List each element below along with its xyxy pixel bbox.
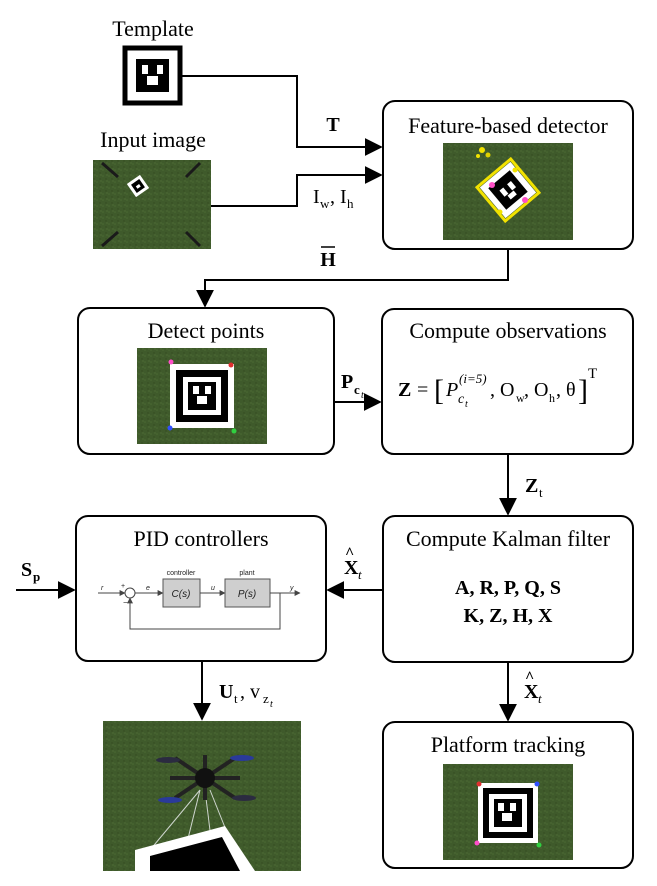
svg-text:C(s): C(s) <box>172 589 191 600</box>
svg-text:−: − <box>123 598 128 607</box>
svg-text:r: r <box>101 585 104 592</box>
arrow-label-Xhat-pid: X ^ t <box>344 545 362 582</box>
pid-block-diagram: C(s) P(s) controller plant r e u y + − <box>98 570 301 630</box>
arrow-label-Sp: S p <box>21 559 40 584</box>
svg-text:^: ^ <box>345 545 354 562</box>
svg-text:X: X <box>524 681 539 703</box>
svg-text:t: t <box>234 691 238 706</box>
svg-text:w: w <box>516 391 525 405</box>
pid-controllers-title: PID controllers <box>133 526 268 551</box>
svg-text:]: ] <box>578 374 588 407</box>
svg-text:t: t <box>539 485 543 500</box>
arrow-label-H: H <box>320 246 336 271</box>
svg-text:c: c <box>458 392 465 407</box>
detect-points-image <box>137 348 267 444</box>
svg-text:X: X <box>344 557 359 579</box>
svg-text:t: t <box>361 390 364 401</box>
svg-text:P: P <box>445 379 458 401</box>
template-marker-image <box>122 45 183 106</box>
svg-text:T: T <box>588 366 597 382</box>
svg-text:Z: Z <box>398 379 411 401</box>
svg-text:U: U <box>219 681 233 703</box>
arrow-label-T: T <box>326 114 340 136</box>
svg-text:t: t <box>358 567 362 582</box>
svg-text:(i=5): (i=5) <box>459 371 487 386</box>
svg-text:u: u <box>211 585 215 592</box>
svg-text:p: p <box>33 569 40 584</box>
template-label: Template <box>112 16 194 41</box>
svg-text:w: w <box>320 196 330 211</box>
svg-text:P(s): P(s) <box>238 589 256 600</box>
arrow-label-Zt: Z t <box>525 475 543 500</box>
svg-text:, I: , I <box>330 186 347 208</box>
svg-text:S: S <box>21 559 32 581</box>
platform-tracking-title: Platform tracking <box>431 732 586 757</box>
svg-text:t: t <box>270 699 273 710</box>
svg-text:z: z <box>263 691 269 706</box>
svg-text:controller: controller <box>167 570 196 577</box>
drone-image <box>103 721 301 872</box>
feature-detector-image <box>443 143 573 240</box>
svg-text:y: y <box>289 585 294 592</box>
svg-text:e: e <box>146 585 150 592</box>
svg-text:H: H <box>320 249 336 271</box>
feature-detector-title: Feature-based detector <box>408 113 608 138</box>
svg-text:plant: plant <box>239 570 254 577</box>
svg-text:, O: , O <box>490 379 514 401</box>
svg-text:h: h <box>549 391 555 405</box>
observation-equation: Z = [ P c t (i=5) , O w , O h , θ ] T <box>398 366 597 410</box>
arrow-label-Ut: U t , v z t <box>219 681 273 710</box>
arrow-label-I: I w , I h <box>313 186 354 211</box>
svg-text:I: I <box>313 186 320 208</box>
arrow-detector-to-detect-points <box>196 250 509 308</box>
detect-points-title: Detect points <box>148 318 265 343</box>
svg-text:, O: , O <box>524 379 548 401</box>
input-image <box>93 160 211 249</box>
svg-text:, θ: , θ <box>556 379 576 401</box>
svg-text:=: = <box>417 379 428 401</box>
kalman-filter-title: Compute Kalman filter <box>406 526 611 551</box>
pid-controllers-box <box>75 515 327 662</box>
svg-text:h: h <box>347 196 354 211</box>
svg-text:t: t <box>465 399 468 410</box>
kalman-matrices-line2: K, Z, H, X <box>464 605 553 627</box>
arrow-label-Pc: P c t <box>341 371 364 401</box>
input-image-label: Input image <box>100 127 206 152</box>
svg-text:Z: Z <box>525 475 538 497</box>
svg-text:c: c <box>354 382 360 397</box>
svg-text:+: + <box>121 583 125 590</box>
svg-text:P: P <box>341 371 353 393</box>
arrow-input-to-detector <box>211 166 383 207</box>
compute-observations-box <box>381 308 634 455</box>
svg-text:t: t <box>538 691 542 706</box>
arrow-label-Xhat-tracking: X ^ t <box>524 669 542 706</box>
arrow-template-to-detector <box>180 75 383 156</box>
kalman-matrices-line1: A, R, P, Q, S <box>455 577 561 599</box>
svg-text:^: ^ <box>525 669 534 686</box>
compute-observations-title: Compute observations <box>409 318 606 343</box>
svg-text:, v: , v <box>240 681 260 703</box>
platform-tracking-image <box>443 764 573 860</box>
svg-text:[: [ <box>434 374 444 407</box>
